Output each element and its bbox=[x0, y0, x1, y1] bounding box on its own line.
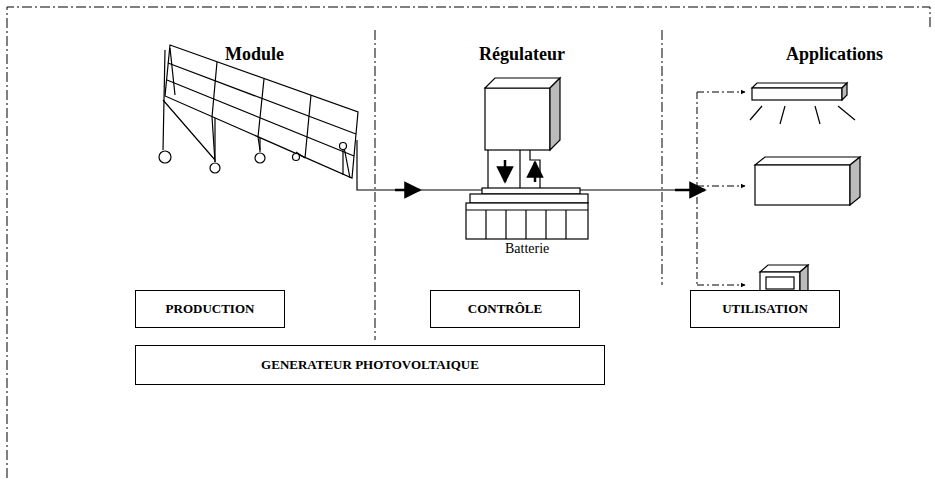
lamp-icon bbox=[752, 83, 847, 88]
solar-panel bbox=[212, 62, 311, 158]
solar-panel bbox=[159, 151, 171, 163]
section-separator bbox=[375, 30, 376, 340]
battery-symbol bbox=[470, 194, 588, 203]
solar-panel bbox=[165, 45, 358, 178]
solar-panel bbox=[293, 154, 300, 161]
flow-arrow bbox=[395, 189, 420, 192]
solar-panel bbox=[255, 153, 265, 163]
box-label: GENERATEUR PHOTOVOLTAIQUE bbox=[253, 357, 487, 373]
flow-arrow bbox=[675, 189, 705, 192]
box-label: UTILISATION bbox=[714, 301, 816, 317]
part-label: Batterie bbox=[505, 241, 549, 257]
regulator-box bbox=[485, 88, 550, 150]
battery-symbol bbox=[466, 188, 588, 239]
stage-box: CONTRÔLE bbox=[430, 290, 580, 328]
solar-panel bbox=[340, 143, 347, 150]
flow-arrow bbox=[504, 160, 507, 182]
lamp-icon bbox=[750, 106, 855, 124]
box-label: CONTRÔLE bbox=[460, 301, 550, 317]
wire bbox=[530, 150, 700, 190]
battery-symbol bbox=[466, 203, 588, 239]
appliance-box bbox=[755, 157, 860, 205]
branch-line bbox=[697, 92, 745, 285]
solar-panel bbox=[159, 45, 358, 178]
branch-line bbox=[697, 92, 698, 285]
section-separator bbox=[662, 30, 663, 285]
branch-line bbox=[697, 186, 745, 187]
frame-border bbox=[7, 7, 930, 478]
solar-panel bbox=[163, 48, 175, 150]
box-label: PRODUCTION bbox=[158, 301, 263, 317]
section-heading: Module bbox=[225, 44, 284, 65]
lamp-icon bbox=[750, 83, 855, 124]
system-box: GENERATEUR PHOTOVOLTAIQUE bbox=[135, 345, 605, 385]
flow-arrow bbox=[395, 160, 705, 190]
stage-box: UTILISATION bbox=[690, 290, 840, 328]
section-heading: Régulateur bbox=[479, 44, 565, 65]
solar-panel bbox=[215, 118, 343, 175]
solar-panel bbox=[167, 63, 356, 156]
appliance-box bbox=[755, 157, 860, 165]
solar-panel bbox=[210, 163, 220, 173]
device-icon bbox=[766, 277, 794, 289]
flow-arrow bbox=[534, 162, 537, 182]
appliance-box bbox=[850, 157, 860, 205]
wire bbox=[357, 140, 488, 190]
regulator-box bbox=[485, 78, 560, 150]
branch-line bbox=[697, 285, 745, 286]
section-separator bbox=[375, 30, 662, 340]
battery-symbol bbox=[466, 210, 588, 239]
lamp-icon bbox=[842, 83, 847, 100]
solar-panel bbox=[163, 100, 350, 178]
appliance-box bbox=[755, 165, 850, 205]
section-heading: Applications bbox=[786, 44, 883, 65]
regulator-box bbox=[550, 78, 560, 150]
frame-border bbox=[7, 7, 930, 478]
lamp-icon bbox=[752, 88, 842, 100]
stage-box: PRODUCTION bbox=[135, 290, 285, 328]
regulator-box bbox=[485, 78, 560, 88]
branch-line bbox=[697, 92, 745, 93]
battery-symbol bbox=[482, 188, 580, 194]
